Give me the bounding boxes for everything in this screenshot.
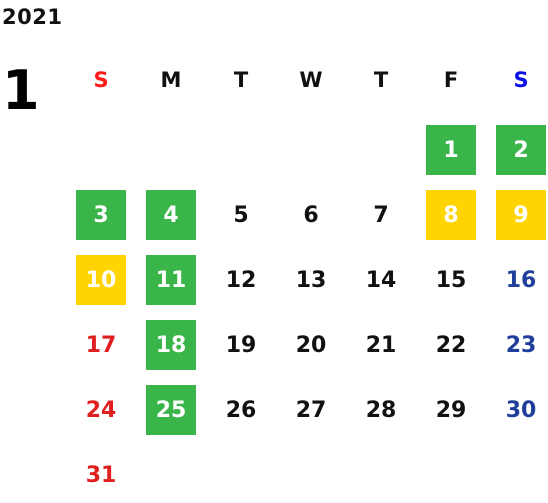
day-cell-12: 12 [225, 267, 257, 293]
day-cell-8: 8 [426, 190, 476, 240]
day-cell-27: 27 [295, 397, 327, 423]
day-cell-5: 5 [233, 202, 249, 228]
weekday-header: T [373, 68, 389, 92]
day-cell-11: 11 [146, 255, 196, 305]
weekday-header: S [93, 68, 109, 92]
day-cell-19: 19 [225, 332, 257, 358]
weekday-header: W [299, 68, 323, 92]
day-cell-14: 14 [365, 267, 397, 293]
calendar-month-number: 1 [2, 59, 40, 122]
weekday-header: M [160, 68, 182, 92]
day-cell-18: 18 [146, 320, 196, 370]
day-cell-3: 3 [76, 190, 126, 240]
day-cell-29: 29 [435, 397, 467, 423]
day-cell-20: 20 [295, 332, 327, 358]
day-cell-1: 1 [426, 125, 476, 175]
day-cell-13: 13 [295, 267, 327, 293]
day-cell-17: 17 [85, 332, 117, 358]
day-cell-31: 31 [85, 462, 117, 488]
day-cell-21: 21 [365, 332, 397, 358]
day-cell-30: 30 [505, 397, 537, 423]
day-cell-26: 26 [225, 397, 257, 423]
day-cell-23: 23 [505, 332, 537, 358]
day-cell-25: 25 [146, 385, 196, 435]
day-cell-4: 4 [146, 190, 196, 240]
weekday-header: T [233, 68, 249, 92]
day-cell-10: 10 [76, 255, 126, 305]
day-cell-6: 6 [303, 202, 319, 228]
day-cell-24: 24 [85, 397, 117, 423]
day-cell-16: 16 [505, 267, 537, 293]
calendar-year: 2021 [2, 5, 63, 29]
day-cell-7: 7 [373, 202, 389, 228]
day-cell-22: 22 [435, 332, 467, 358]
weekday-header: S [513, 68, 529, 92]
day-cell-15: 15 [435, 267, 467, 293]
weekday-header: F [443, 68, 459, 92]
day-cell-28: 28 [365, 397, 397, 423]
day-cell-9: 9 [496, 190, 546, 240]
day-cell-2: 2 [496, 125, 546, 175]
